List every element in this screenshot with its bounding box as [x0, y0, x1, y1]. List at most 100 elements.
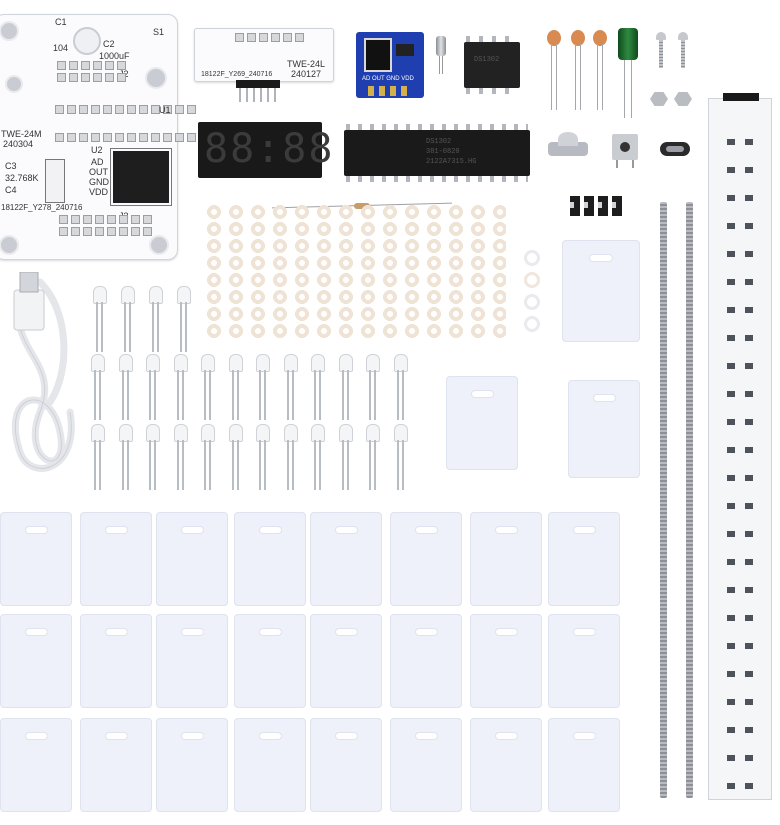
- threaded-rod: [686, 202, 693, 798]
- led-row-middle: [86, 354, 412, 420]
- acrylic-plate: [156, 512, 228, 606]
- acrylic-plate: [390, 512, 462, 606]
- pin-label-out: OUT: [89, 167, 108, 177]
- acrylic-plate: [310, 614, 382, 708]
- capacitor-icon: [592, 30, 608, 110]
- board-label-c1: C1: [55, 17, 67, 27]
- ic-footprint-top: [55, 105, 196, 114]
- led: [114, 354, 136, 420]
- led: [361, 424, 383, 490]
- led-row-top: [88, 286, 198, 352]
- acrylic-stand: [568, 380, 640, 478]
- ic-footprint-bottom: [55, 133, 196, 142]
- board-label-crystal: 32.768K: [5, 173, 39, 183]
- acrylic-plate: [310, 512, 382, 606]
- acrylic-plate: [80, 614, 152, 708]
- display-pcb-pads: [235, 33, 304, 42]
- acrylic-plate: [80, 512, 152, 606]
- blue-sensor-module: AD OUT GND VDD: [356, 32, 424, 98]
- electrolytic-capacitor-icon: [618, 28, 638, 118]
- nut-icon: [674, 92, 692, 106]
- threaded-rod: [660, 202, 667, 798]
- display-pcb-title: TWE-24L: [287, 59, 326, 69]
- washer-grid: [206, 204, 506, 344]
- led: [224, 354, 246, 420]
- led-strip-pcb: [708, 93, 772, 800]
- acrylic-plate: [156, 718, 228, 812]
- acrylic-stand: [446, 376, 518, 470]
- display-digits: 88:88: [204, 126, 335, 172]
- led: [251, 354, 273, 420]
- led: [224, 424, 246, 490]
- led: [389, 354, 411, 420]
- capacitor-icon: [546, 30, 562, 110]
- large-ic-line-2: 381-0820: [426, 148, 460, 156]
- washer: [524, 316, 540, 332]
- board-label-model: TWE-24M: [1, 129, 42, 139]
- acrylic-plate: [234, 718, 306, 812]
- crystal-icon: [436, 36, 446, 74]
- display-pcb-date: 240127: [291, 69, 322, 79]
- board-label-c3: C3: [5, 161, 17, 171]
- led: [114, 424, 136, 490]
- small-ic-label: DS1302: [474, 56, 500, 64]
- board-label-c4: C4: [5, 185, 17, 195]
- led: [196, 424, 218, 490]
- acrylic-plate: [234, 512, 306, 606]
- main-pcb: C1 104 C2 1000uF S1 J2 TWE-24M 240304 C3…: [0, 14, 196, 260]
- washer: [524, 272, 540, 288]
- display-pcb: TWE-24L 240127 18122F_Y269_240716: [194, 28, 334, 82]
- acrylic-plate: [548, 512, 620, 606]
- header-row: [57, 73, 126, 82]
- usb-c-connector-icon: [660, 142, 690, 156]
- board-label-c2: C2: [103, 39, 115, 49]
- module-pin-labels: AD OUT GND VDD: [362, 76, 414, 82]
- dip-footprint: [45, 159, 65, 203]
- acrylic-plate: [0, 614, 72, 708]
- led: [389, 424, 411, 490]
- pin-header: [570, 196, 626, 216]
- acrylic-plate: [548, 614, 620, 708]
- board-label-u1: U1: [159, 105, 171, 115]
- sensor-footprint: [110, 148, 172, 206]
- mount-hole: [145, 67, 167, 89]
- led: [361, 354, 383, 420]
- header-j2: [57, 61, 126, 70]
- led: [86, 354, 108, 420]
- led: [141, 424, 163, 490]
- led: [306, 354, 328, 420]
- board-label-104: 104: [53, 43, 69, 53]
- board-label-date: 240304: [3, 139, 34, 149]
- led: [306, 424, 328, 490]
- acrylic-plate-grid: [0, 512, 626, 812]
- screw-icon: [678, 32, 688, 68]
- acrylic-plate: [390, 718, 462, 812]
- buzzer-icon: [548, 132, 588, 162]
- led: [141, 354, 163, 420]
- acrylic-plate: [548, 718, 620, 812]
- usb-cable-icon: [11, 272, 75, 472]
- mount-hole: [0, 235, 19, 255]
- display-pcb-pins: [236, 80, 280, 102]
- led: [196, 354, 218, 420]
- led: [334, 354, 356, 420]
- acrylic-plate: [156, 614, 228, 708]
- acrylic-plate: [234, 614, 306, 708]
- acrylic-plate: [390, 614, 462, 708]
- led: [334, 424, 356, 490]
- screw-icon: [656, 32, 666, 68]
- led: [169, 354, 191, 420]
- acrylic-cover: [562, 240, 640, 342]
- led-row-bottom: [86, 424, 412, 490]
- led: [279, 424, 301, 490]
- acrylic-plate: [470, 512, 542, 606]
- acrylic-plate: [310, 718, 382, 812]
- large-ic-line-3: 2122A7315.HG: [426, 158, 477, 166]
- mount-hole: [149, 235, 169, 255]
- acrylic-plate: [470, 614, 542, 708]
- led: [279, 354, 301, 420]
- board-label-s1: S1: [153, 27, 165, 37]
- nut-icon: [650, 92, 668, 106]
- header-j3: [59, 215, 152, 224]
- seven-segment-display: 88:88: [198, 122, 332, 178]
